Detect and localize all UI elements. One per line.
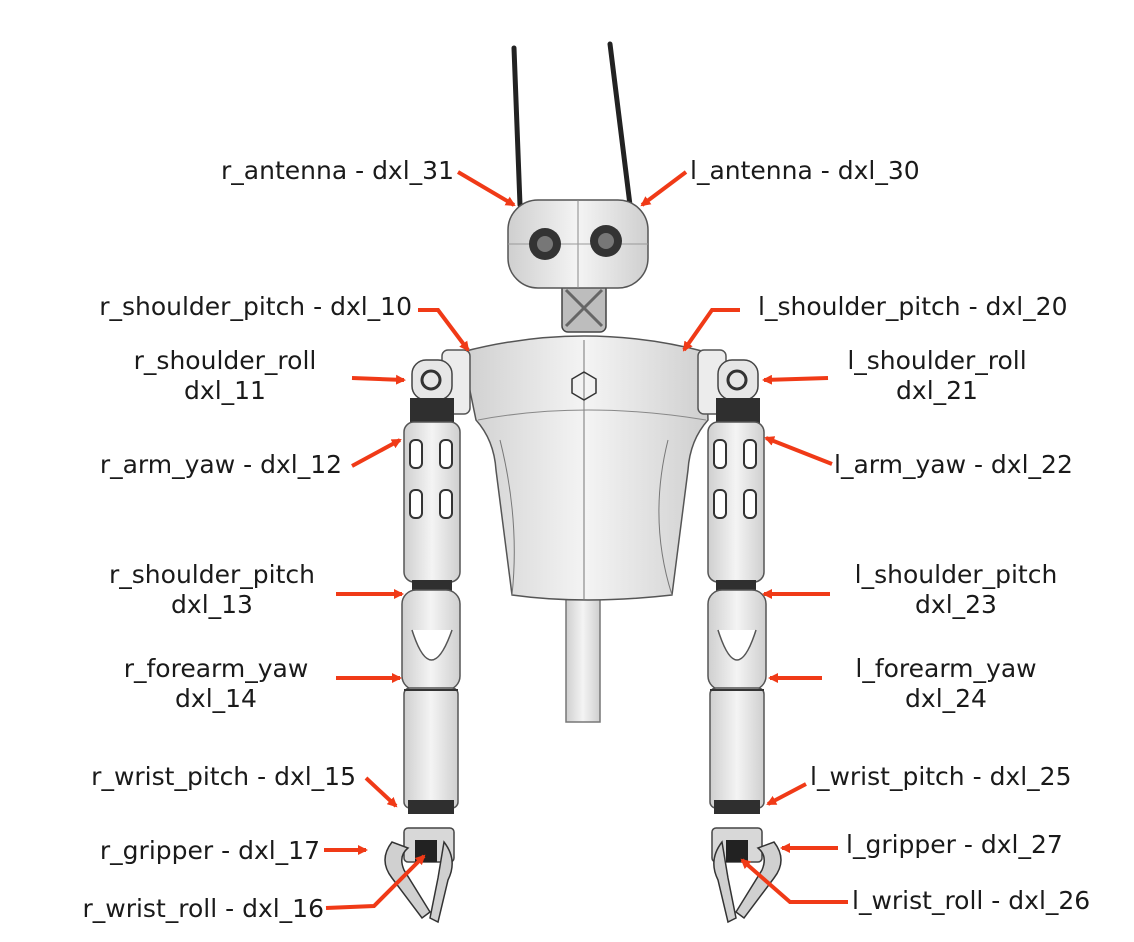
arrow-r-shoulder-roll [351,374,406,385]
label-r-shoulder-roll-id: dxl_11 [184,376,266,405]
arrow-l-wrist-roll [740,858,848,904]
label-r-antenna: r_antenna - dxl_31 [221,156,454,185]
torso [461,335,709,601]
label-l-shoulder-pitch-top: l_shoulder_pitch - dxl_20 [758,292,1068,321]
right-shoulder-roll-motor [411,359,453,401]
label-l-shoulder-roll-name: l_shoulder_roll [847,346,1027,375]
support-pole [565,595,601,723]
label-l-elbow-name: l_shoulder_pitch [854,560,1058,589]
label-r-forearm-yaw-id: dxl_14 [175,684,257,713]
arrow-l-antenna [640,170,688,207]
arrow-l-wrist-pitch [766,782,807,806]
label-l-arm-yaw: l_arm_yaw - dxl_22 [834,450,1073,479]
label-l-wrist-roll: l_wrist_roll - dxl_26 [852,886,1091,915]
arrow-r-arm-yaw [351,438,402,468]
label-r-shoulder-roll-name: r_shoulder_roll [133,346,317,375]
label-l-wrist-pitch: l_wrist_pitch - dxl_25 [810,762,1072,791]
arrow-l-shoulder-pitch [682,308,740,352]
label-l-forearm-yaw: l_forearm_yaw dxl_24 [836,654,1056,714]
label-l-elbow: l_shoulder_pitch dxl_23 [836,560,1076,620]
arrow-l-arm-yaw [764,436,833,466]
label-r-wrist-pitch: r_wrist_pitch - dxl_15 [91,762,356,791]
label-r-arm-yaw: r_arm_yaw - dxl_12 [99,450,342,479]
label-r-forearm-yaw-name: r_forearm_yaw [123,654,309,683]
left-antenna [607,41,633,208]
label-l-shoulder-roll-id: dxl_21 [896,376,978,405]
label-r-elbow-name: r_shoulder_pitch [109,560,315,589]
torso-logo-icon [571,371,597,401]
label-r-wrist-roll: r_wrist_roll - dxl_16 [82,894,324,923]
arrow-r-wrist-pitch [364,776,398,808]
label-l-forearm-yaw-name: l_forearm_yaw [855,654,1037,683]
arrow-r-antenna [456,170,516,207]
label-r-elbow-id: dxl_13 [171,590,253,619]
label-l-shoulder-roll: l_shoulder_roll dxl_21 [832,346,1042,406]
label-l-gripper: l_gripper - dxl_27 [846,830,1063,859]
left-arm [707,398,782,924]
left-shoulder-roll-motor [717,359,759,401]
arrow-r-shoulder-pitch [418,308,470,352]
label-l-elbow-id: dxl_23 [915,590,997,619]
right-arm [384,398,461,924]
arrow-l-shoulder-roll [762,374,829,385]
right-antenna [511,45,523,208]
arrow-r-wrist-roll [325,854,426,910]
label-r-shoulder-roll: r_shoulder_roll dxl_11 [120,346,330,406]
label-l-antenna: l_antenna - dxl_30 [690,156,920,185]
label-r-elbow: r_shoulder_pitch dxl_13 [92,560,332,620]
label-r-shoulder-pitch-top: r_shoulder_pitch - dxl_10 [99,292,412,321]
label-r-forearm-yaw: r_forearm_yaw dxl_14 [106,654,326,714]
label-r-gripper: r_gripper - dxl_17 [99,836,320,865]
label-l-forearm-yaw-id: dxl_24 [905,684,987,713]
